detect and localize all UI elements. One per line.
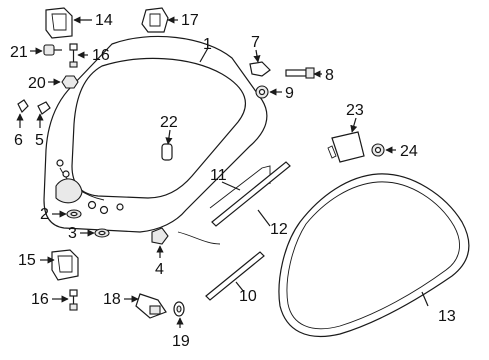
- callout-3: 3: [68, 225, 77, 242]
- nut-9: [255, 85, 269, 99]
- callout-18: 18: [103, 291, 121, 308]
- clip-5: [37, 101, 51, 115]
- weatherstrip-13: [278, 173, 470, 338]
- washer-2: [66, 209, 82, 219]
- callout-6: 6: [14, 132, 23, 149]
- lamp-22: [161, 143, 173, 161]
- callout-17: 17: [181, 12, 199, 29]
- module-23: [327, 131, 365, 163]
- callout-14: 14: [95, 12, 113, 29]
- switch-18: [135, 293, 167, 319]
- callout-21: 21: [10, 44, 28, 61]
- washer-3: [94, 228, 110, 238]
- bolt-8: [285, 67, 315, 79]
- callout-16-bottom: 16: [31, 291, 49, 308]
- grommet-7: [249, 61, 271, 77]
- bolt-16-bottom: [69, 289, 78, 311]
- nut-20: [61, 75, 79, 89]
- callout-12: 12: [270, 221, 288, 238]
- bolt-16-top: [69, 43, 78, 68]
- leader-lines: [16, 16, 429, 328]
- callout-19: 19: [172, 333, 190, 350]
- callout-9: 9: [285, 85, 294, 102]
- bracket-17: [141, 7, 169, 33]
- callout-1: 1: [203, 36, 212, 53]
- callout-22: 22: [160, 114, 178, 131]
- callout-24: 24: [400, 143, 418, 160]
- grommet-19: [173, 301, 185, 317]
- callout-16-top: 16: [92, 47, 110, 64]
- callout-2: 2: [40, 206, 49, 223]
- strut-10: [205, 251, 265, 301]
- bolt-21: [43, 44, 62, 56]
- liftgate-panel: [43, 35, 268, 233]
- latch-4: [151, 227, 169, 245]
- callout-labels: 14 17 1 21 16 7 8 20 9 23 22 6 5 24 11 2…: [10, 12, 456, 350]
- hinge-14: [45, 7, 73, 39]
- hinge-15: [51, 249, 79, 281]
- callout-10: 10: [239, 288, 257, 305]
- callout-23: 23: [346, 102, 364, 119]
- grommet-24: [371, 143, 385, 157]
- callout-4: 4: [155, 261, 164, 278]
- callout-7: 7: [251, 34, 260, 51]
- callout-8: 8: [325, 67, 334, 84]
- callout-20: 20: [28, 75, 46, 92]
- callout-13: 13: [438, 308, 456, 325]
- callout-11: 11: [210, 167, 227, 184]
- callout-15: 15: [18, 252, 36, 269]
- strut-12: [211, 161, 291, 227]
- clip-6: [17, 99, 29, 114]
- callout-5: 5: [35, 132, 44, 149]
